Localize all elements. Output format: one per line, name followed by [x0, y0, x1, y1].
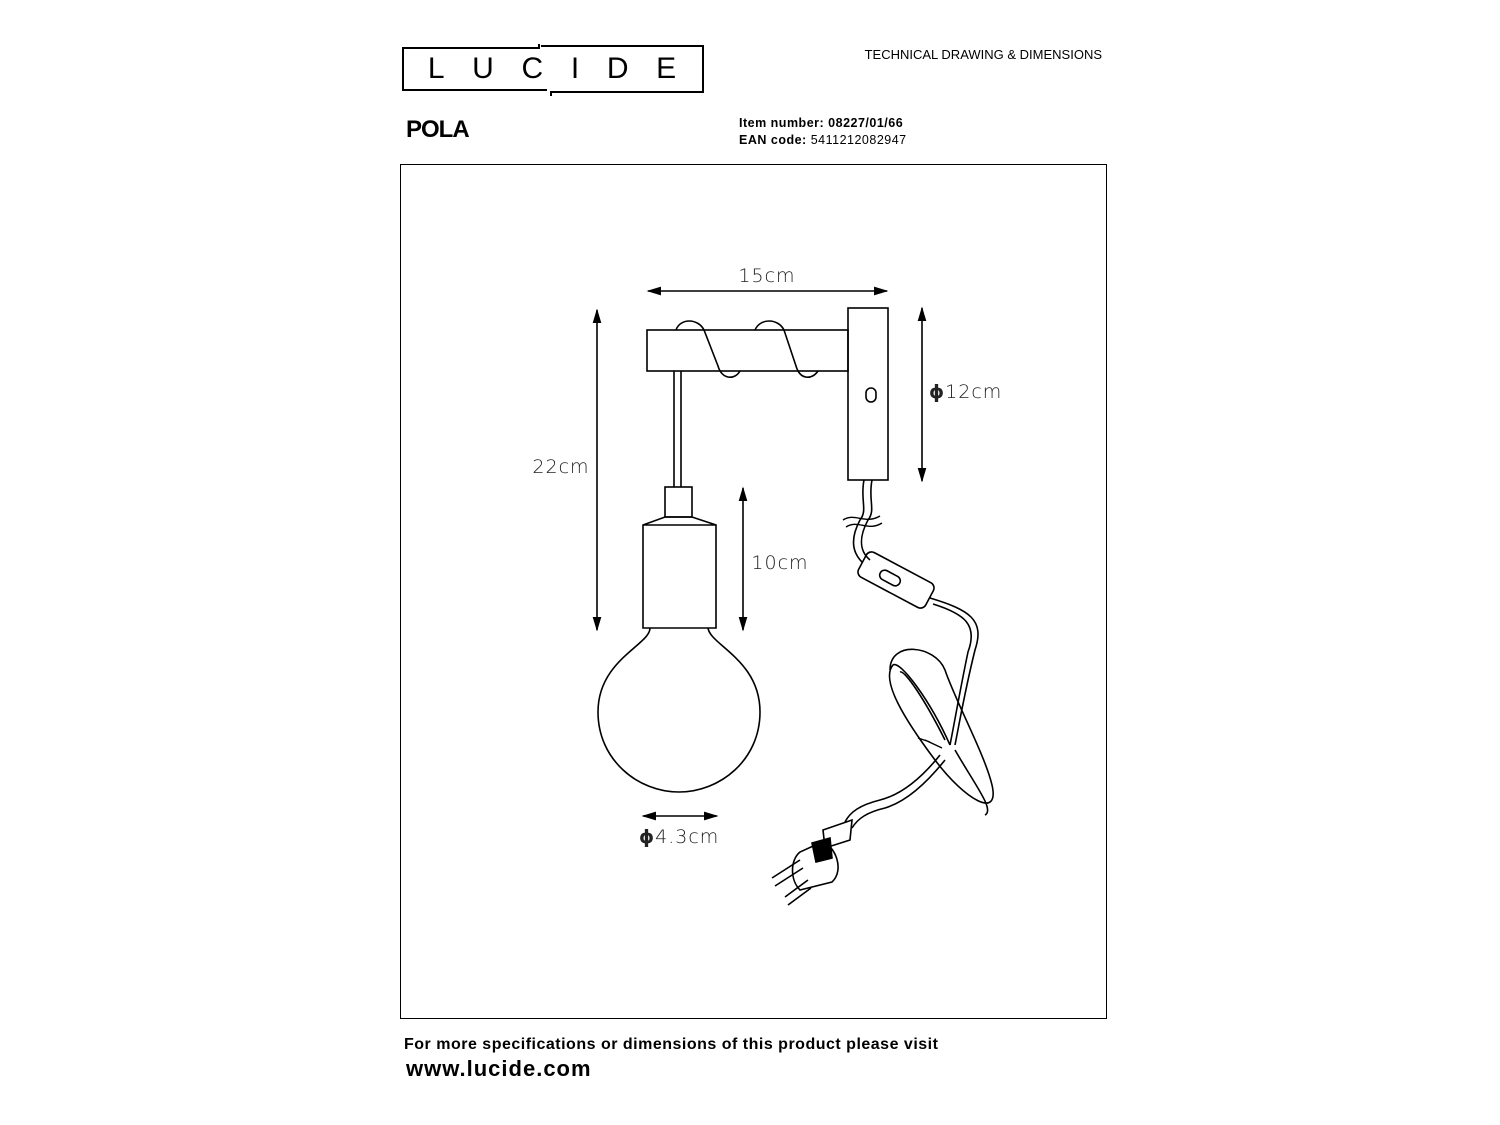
power-cord [852, 479, 873, 563]
socket-body [642, 516, 717, 629]
lucide-logo [402, 44, 704, 96]
cord-coil [844, 648, 994, 829]
item-number: Item number: 08227/01/66 [739, 116, 903, 130]
logo-letter: D [606, 52, 631, 85]
logo-letter: L [427, 52, 447, 85]
footer-text: For more specifications or dimensions of… [404, 1036, 939, 1053]
dim-bulb-diameter-label: ϕ4.3cm [639, 826, 719, 848]
item-number-label: Item number: [739, 116, 825, 130]
dim-bulb-height-label: 10cm [751, 552, 808, 574]
logo-letters: L U C I D E [401, 52, 705, 86]
ean-label: EAN code: [739, 133, 807, 147]
inline-switch-toggle-icon [878, 569, 902, 587]
dim-width-label: 15cm [738, 265, 795, 287]
drawing-frame [400, 164, 1107, 1019]
diameter-symbol-icon: ϕ [639, 826, 655, 848]
dim-plate-label: ϕ12cm [929, 381, 1002, 403]
wall-plate [847, 307, 889, 481]
plug-pins [771, 859, 812, 906]
dim-bulb-diameter-value: 4.3cm [655, 826, 719, 848]
ean-value: 5411212082947 [810, 133, 907, 147]
cord-wrap [675, 320, 819, 378]
website-link[interactable]: www.lucide.com [406, 1056, 592, 1081]
hanging-cord [673, 371, 682, 487]
item-number-value: 08227/01/66 [828, 116, 904, 130]
logo-letter: E [656, 52, 679, 85]
inline-switch [857, 551, 935, 609]
diameter-symbol-icon: ϕ [929, 381, 945, 403]
logo-letter: I [570, 52, 582, 85]
bulb [597, 627, 761, 793]
lamp-arm [646, 329, 849, 372]
socket-top [664, 486, 693, 518]
dim-height-label: 22cm [532, 456, 589, 478]
logo-letter: C [521, 52, 546, 85]
document-type: TECHNICAL DRAWING & DIMENSIONS [864, 47, 1102, 62]
ean-code: EAN code: 5411212082947 [739, 133, 907, 147]
logo-letter: U [472, 52, 496, 85]
dim-plate-value: 12cm [945, 381, 1002, 403]
switch-slot-icon [865, 387, 877, 403]
product-name: POLA [406, 116, 470, 143]
